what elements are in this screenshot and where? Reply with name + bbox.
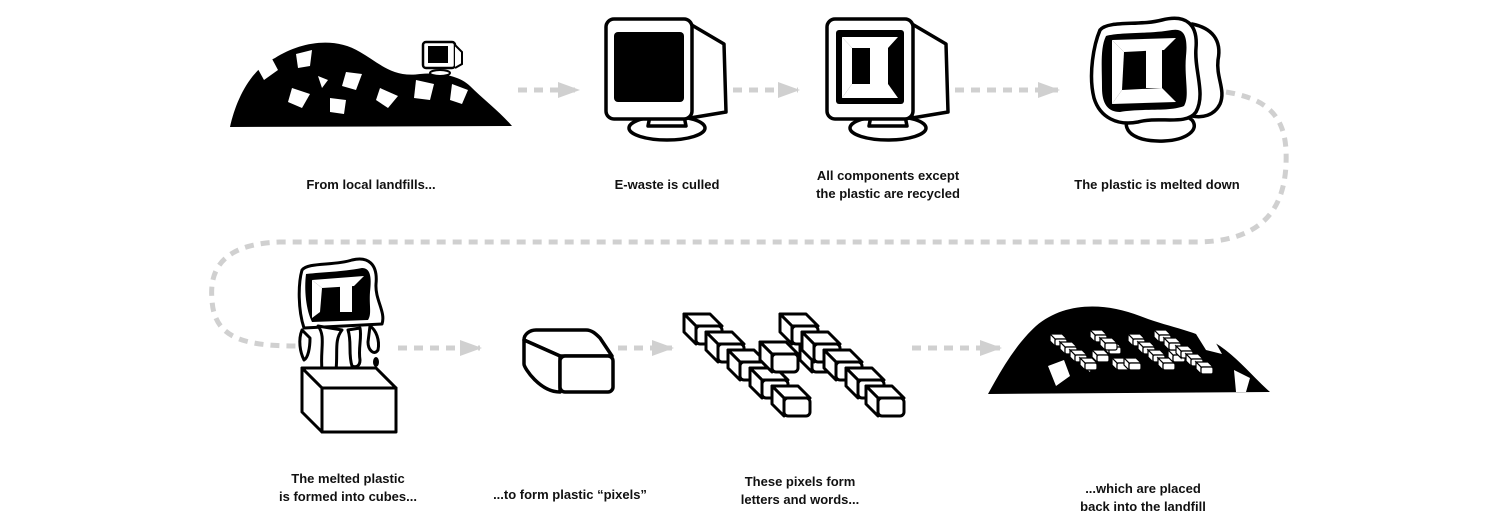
pixel-cube-face <box>770 384 786 418</box>
step-4-caption: The plastic is melted down <box>1074 176 1239 194</box>
pixel-cube-face <box>1200 366 1214 375</box>
pixel-cube-face <box>782 396 812 418</box>
pixel-cube-face <box>682 312 698 346</box>
pixel-cube-face <box>800 330 816 364</box>
step-7-caption-line-1: These pixels form <box>744 474 856 489</box>
pixel-cube-face <box>770 352 800 374</box>
pixel-cube-face <box>822 348 838 382</box>
step-3-caption: All components except the plastic are re… <box>816 167 960 203</box>
crt-monitor-icon <box>604 17 728 142</box>
pixel-cube-face <box>1128 362 1142 371</box>
pixel-cube-face <box>1104 342 1118 351</box>
pixel-cube-face <box>704 330 720 364</box>
step-1-caption: From local landfills... <box>306 176 435 194</box>
plastic-cube-icon <box>522 328 615 394</box>
step-3-caption-line-1: All components except <box>816 168 960 183</box>
step-5-caption: The melted plastic is formed into cubes.… <box>279 470 417 506</box>
step-4-caption-line-1: The plastic is melted down <box>1074 177 1240 192</box>
warped-monitor-icon <box>1089 16 1224 143</box>
step-8-caption: ...which are placed back into the landfi… <box>1080 480 1206 516</box>
step-3-caption-line-2: the plastic are recycled <box>816 186 960 201</box>
pixel-cube-face <box>1162 362 1176 371</box>
pixel-letters-icon <box>682 312 906 418</box>
step-7-caption: These pixels form letters and words... <box>741 473 859 509</box>
flow-connectors <box>209 82 1289 356</box>
pixel-cube-face <box>778 312 794 346</box>
step-6-caption-line-1: ...to form plastic “pixels” <box>493 487 647 502</box>
pixel-cube-face <box>1096 354 1110 363</box>
step-1-caption-line-1: From local landfills... <box>306 177 436 192</box>
pixel-cube-face <box>1084 362 1098 371</box>
pixel-cube-face <box>748 366 764 400</box>
pixel-cube-face <box>844 366 860 400</box>
step-2-caption: E-waste is culled <box>615 176 720 194</box>
pixel-cube-face <box>758 340 774 374</box>
landfill-with-letters-icon <box>988 306 1270 394</box>
step-6-caption: ...to form plastic “pixels” <box>493 486 647 504</box>
pixel-cube-face <box>726 348 742 382</box>
melting-monitor-mold-icon <box>297 257 398 434</box>
connector-loop <box>209 89 1289 349</box>
step-5-caption-line-2: is formed into cubes... <box>279 489 417 504</box>
step-8-caption-line-1: ...which are placed <box>1085 481 1201 496</box>
step-2-caption-line-1: E-waste is culled <box>614 177 720 192</box>
step-8-caption-line-2: back into the landfill <box>1080 499 1206 514</box>
gutted-monitor-icon <box>825 17 950 142</box>
step-5-caption-line-1: The melted plastic <box>291 471 405 486</box>
pixel-cube-face <box>876 396 906 418</box>
landfill-icon <box>230 40 512 127</box>
step-7-caption-line-2: letters and words... <box>740 492 860 507</box>
pixel-cube-face <box>864 384 880 418</box>
